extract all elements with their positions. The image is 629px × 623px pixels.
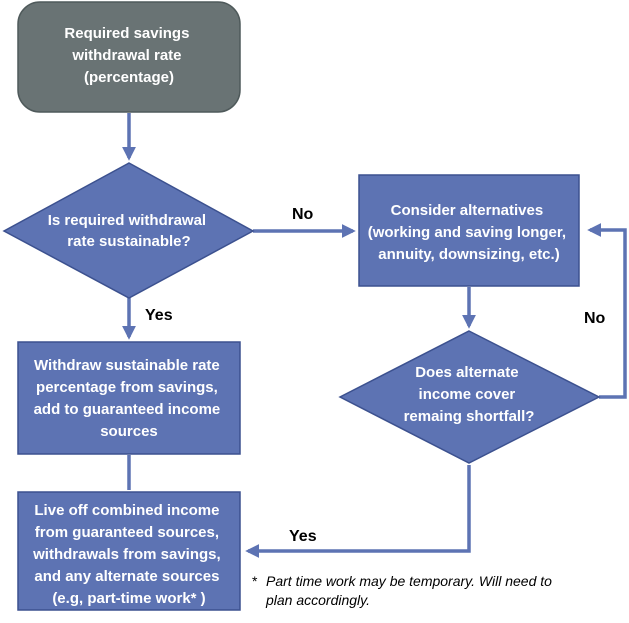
footnote-marker: * bbox=[252, 573, 258, 589]
svg-text:Required savings withdra: Required savings withdrawal rate (percen… bbox=[64, 25, 193, 86]
start-node-line-2: withdrawal rate bbox=[71, 47, 181, 64]
decision-alternate-line-2: income cover bbox=[419, 386, 516, 403]
live-off-line-4: and any alternate sources bbox=[34, 568, 219, 585]
consider-alternatives-line-3: annuity, downsizing, etc.) bbox=[378, 246, 559, 263]
withdraw-line-2: percentage from savings, bbox=[36, 379, 218, 396]
decision-sustainable: Is required withdrawal rate sustainable? bbox=[2, 162, 255, 299]
live-off-line-2: from guaranteed sources, bbox=[35, 524, 219, 541]
decision-alternate-line-3: remaing shortfall? bbox=[404, 408, 535, 425]
svg-text:Consider alternatives (: Consider alternatives (working and savin… bbox=[368, 202, 571, 263]
edge-label-yes-live-off: Yes bbox=[289, 528, 317, 545]
consider-alternatives-line-2: (working and saving longer, bbox=[368, 224, 566, 241]
footnote: * Part time work may be temporary. Will … bbox=[252, 572, 622, 610]
decision-alternate-line-1: Does alternate bbox=[415, 364, 518, 381]
edge-label-yes-withdraw: Yes bbox=[145, 307, 173, 324]
decision-sustainable-line-2: rate sustainable? bbox=[67, 233, 190, 250]
live-off-line-5: (e.g, part-time work* ) bbox=[52, 590, 205, 607]
decision-alternate-income: Does alternate income cover remaing shor… bbox=[338, 330, 601, 464]
live-off-line-1: Live off combined income bbox=[34, 502, 219, 519]
start-node: Required savings withdrawal rate (percen… bbox=[17, 1, 241, 113]
svg-text:Live off combined income: Live off combined income from guaranteed… bbox=[32, 502, 225, 607]
connectors bbox=[122, 113, 627, 558]
start-node-line-1: Required savings bbox=[64, 25, 189, 42]
svg-text:Is required withdrawal r: Is required withdrawal rate sustainable? bbox=[48, 212, 211, 250]
consider-alternatives-node: Consider alternatives (working and savin… bbox=[358, 174, 580, 287]
start-node-line-3: (percentage) bbox=[84, 69, 174, 86]
live-off-node: Live off combined income from guaranteed… bbox=[17, 491, 241, 611]
edge-label-no-alternatives: No bbox=[292, 206, 314, 223]
footnote-line-2: plan accordingly. bbox=[266, 592, 371, 608]
consider-alternatives-line-1: Consider alternatives bbox=[391, 202, 544, 219]
edge-label-no-loop: No bbox=[584, 310, 606, 327]
withdraw-line-4: sources bbox=[100, 423, 158, 440]
withdraw-node: Withdraw sustainable rate percentage fro… bbox=[17, 341, 241, 455]
svg-text:Withdraw sustainable rate: Withdraw sustainable rate percentage fro… bbox=[34, 357, 225, 440]
live-off-line-3: withdrawals from savings, bbox=[32, 546, 221, 563]
footnote-line-1: Part time work may be temporary. Will ne… bbox=[266, 573, 552, 589]
withdraw-line-1: Withdraw sustainable rate bbox=[34, 357, 220, 374]
withdraw-line-3: add to guaranteed income bbox=[34, 401, 221, 418]
svg-text:Does alternate income co: Does alternate income cover remaing shor… bbox=[404, 364, 535, 425]
edge-yes-to-live-off bbox=[245, 465, 471, 558]
decision-sustainable-line-1: Is required withdrawal bbox=[48, 212, 206, 229]
edge-no-loop-back bbox=[587, 223, 627, 399]
